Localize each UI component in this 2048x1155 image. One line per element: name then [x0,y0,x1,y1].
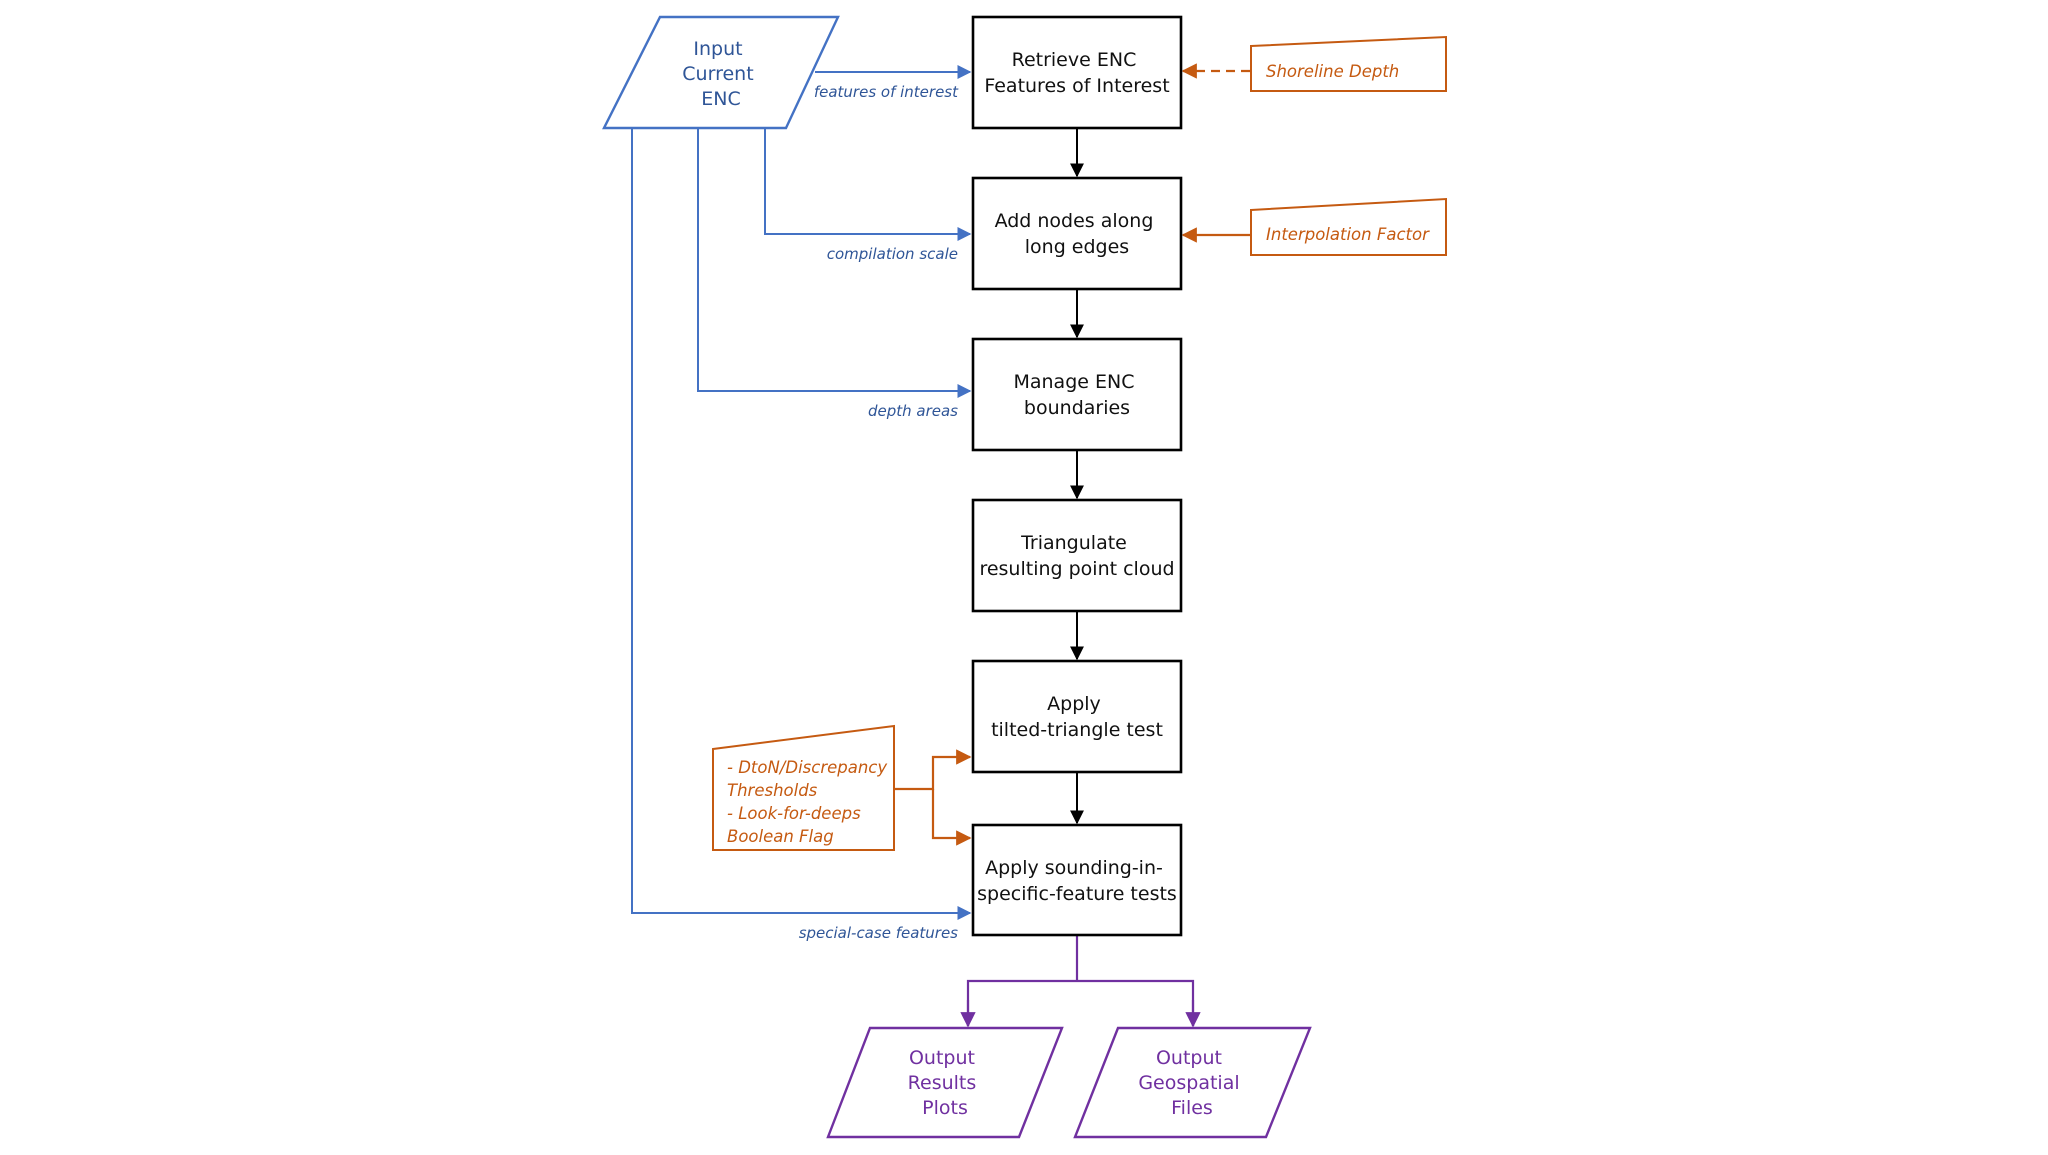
connector-thresholds-to-sounding [931,789,972,846]
connector-input-to-manage [697,128,972,398]
process-box-tilted-triangle: Apply tilted-triangle test [971,659,1183,774]
connector-input-to-sounding [631,128,972,920]
parameter-thresholds: - DtoN/Discrepancy Thresholds - Look-for… [712,724,895,851]
edge-label-features-of-interest: features of interest [814,83,959,101]
connector-input-to-add-nodes [764,128,972,241]
shoreline-depth-shape [1250,35,1447,92]
process-box-sounding-tests: Apply sounding-in- specific-feature test… [971,823,1183,937]
svg-text:Apply tilted-triangle te: Apply tilted-triangle test [991,693,1163,741]
interpolation-factor-shape [1250,197,1447,256]
svg-text:Manage ENC boundaries: Manage ENC boundaries [1013,371,1140,419]
process-box-triangulate: Triangulate resulting point cloud [971,498,1183,613]
process-box-add-nodes: Add nodes along long edges [971,176,1183,291]
output-results-plots: Output Results Plots [826,1026,1064,1139]
svg-text:Apply sounding-in- speci: Apply sounding-in- specific-feature test… [977,857,1177,905]
input-label: Input Current ENC [682,38,759,110]
svg-text:Retrieve ENC Features of: Retrieve ENC Features of Interest [984,49,1169,97]
output-results-plots-label: Output Results Plots [908,1047,983,1119]
process-box-manage-enc: Manage ENC boundaries [971,337,1183,452]
svg-text:Triangulate resulting po: Triangulate resulting point cloud [979,532,1174,580]
edge-label-depth-areas: depth areas [868,402,958,420]
output-results-plots-shape [826,1026,1064,1139]
output-geospatial-files: Output Geospatial Files [1073,1026,1312,1139]
input-current-enc: Input Current ENC [602,15,840,130]
shoreline-depth-label: Shoreline Depth [1266,62,1399,81]
input-connectors [631,65,972,920]
parameter-connectors [894,63,1250,846]
svg-text:Add nodes along long edg: Add nodes along long edges [995,210,1160,258]
parameter-interpolation-factor: Interpolation Factor [1250,197,1447,256]
connector-thresholds-to-tilted [894,749,972,791]
edge-label-special-case-features: special-case features [799,924,958,942]
input-parallelogram [602,15,840,130]
process-box-retrieve-enc: Retrieve ENC Features of Interest [971,15,1183,130]
parameter-shoreline-depth: Shoreline Depth [1250,35,1447,92]
output-connectors [960,935,1201,1028]
connector-output-branch [966,979,1195,1026]
output-geospatial-files-label: Output Geospatial Files [1138,1047,1245,1119]
output-geospatial-files-shape [1073,1026,1312,1139]
interpolation-factor-label: Interpolation Factor [1266,225,1430,244]
thresholds-label: - DtoN/Discrepancy Thresholds - Look-for… [727,758,892,846]
thresholds-shape [712,724,895,851]
edge-label-compilation-scale: compilation scale [827,245,958,263]
